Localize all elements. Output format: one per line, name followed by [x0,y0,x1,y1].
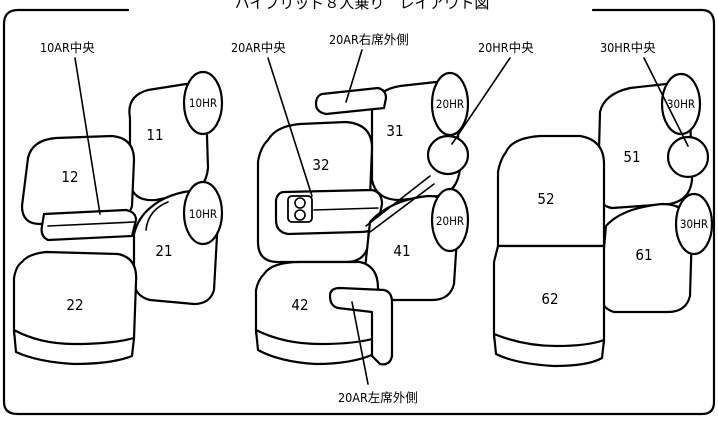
seat-number-62: 62 [541,290,558,308]
label-20ar-left-outer: 20AR左席外側 [338,390,418,405]
headrest-20hr-lower [430,187,470,253]
seat-22-front [12,328,136,366]
label-20hr-upper: 20HR [436,97,464,111]
label-10hr-upper: 10HR [189,96,217,110]
headrest-20hr-center [426,134,470,176]
label-30hr-center: 30HR中央 [600,40,656,55]
seat-number-11: 11 [146,126,163,144]
headrest-30hr-upper [660,72,702,136]
seat-number-12: 12 [61,168,78,186]
diagram-title: ハイブリッド８人乗り レイアウト図 [235,0,490,12]
seat-number-32: 32 [312,156,329,174]
row3-seats [492,72,714,368]
label-20ar-center: 20AR中央 [231,40,286,55]
leader-20ar-left [351,301,369,385]
seat-62-front [492,332,606,368]
leader-lines [74,49,689,385]
seat-number-51: 51 [623,148,640,166]
seat-number-61: 61 [635,246,652,264]
seat-number-42: 42 [291,296,308,314]
label-20hr-center: 20HR中央 [478,40,534,55]
seat-number-21: 21 [155,242,172,260]
seat-12-armrest [40,208,138,242]
label-30hr-upper: 30HR [667,97,695,111]
leader-10ar [74,57,101,215]
label-10ar-center: 10AR中央 [40,40,95,55]
armrest-20ar-right-outer [314,86,388,116]
headrest-10hr-lower [182,180,224,246]
leader-20ar-right [345,49,363,103]
label-20ar-right-outer: 20AR右席外側 [329,32,409,47]
headrest-30hr-lower [674,192,714,256]
cupholder [287,195,313,223]
label-20hr-lower: 20HR [436,214,464,228]
headrest-30hr-center [666,135,710,179]
label-30hr-lower: 30HR [680,217,708,231]
label-10hr-lower: 10HR [189,207,217,221]
frame-border [2,8,716,416]
leader-20ar-center [267,57,313,197]
seat-number-31: 31 [386,122,403,140]
headrest-10hr-upper [182,70,224,136]
seat-number-41: 41 [393,242,410,260]
row2-seats [254,71,470,366]
seat-number-52: 52 [537,190,554,208]
leader-20hr-center [451,57,511,145]
seat-number-22: 22 [66,296,83,314]
seat-61-backrest [598,202,694,314]
seat-12-backrest [20,134,136,226]
seat-52-backrest [496,134,606,248]
armrest-20ar-left-outer [328,286,394,366]
leader-30hr-center [643,57,689,147]
row1-seats [12,70,224,366]
